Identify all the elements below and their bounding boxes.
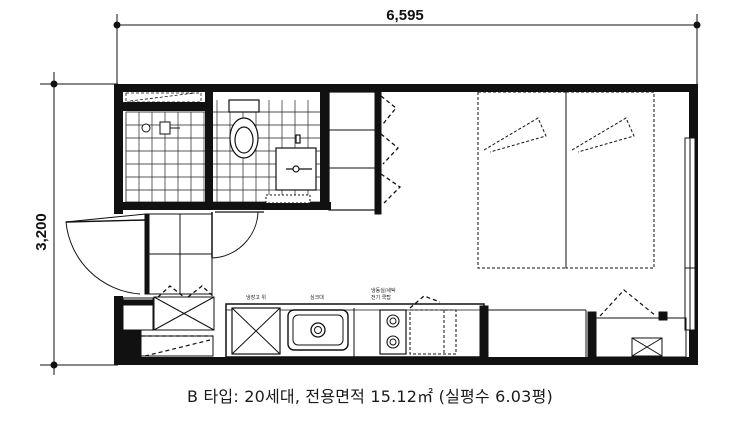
bathroom [123,92,331,210]
beds [477,91,655,269]
cooktop-label-2: 전기 쿡탑 [371,294,391,301]
toilet-icon [228,99,260,159]
bed-left [477,91,567,269]
storage-bottom-left [122,329,214,358]
shower-fixture-icon [141,121,180,135]
room-partition [488,309,587,357]
shoe-cabinet [122,285,215,331]
sink-label: 싱크대 [310,294,324,301]
fridge-label: 냉장고 위 [246,294,266,301]
closet [328,91,402,215]
cooktop-icon [379,309,407,355]
washer-icon [409,309,457,355]
width-dimension-label: 6,595 [386,7,424,24]
plan-caption: B 타입: 20세대, 전용면적 15.12㎡ (실평수 6.03평) [187,387,553,406]
washbasin-icon [275,134,317,191]
right-windows [684,137,696,331]
height-dimension-label: 3,200 [33,213,50,251]
utility-closet [587,289,687,358]
sink-icon [287,309,349,351]
kitchen-counter [225,295,489,359]
bed-right [565,91,655,269]
entrance [65,211,264,295]
cooktop-label-1: 냉동실/세탁 [371,287,396,294]
dimension-lines [40,14,701,375]
